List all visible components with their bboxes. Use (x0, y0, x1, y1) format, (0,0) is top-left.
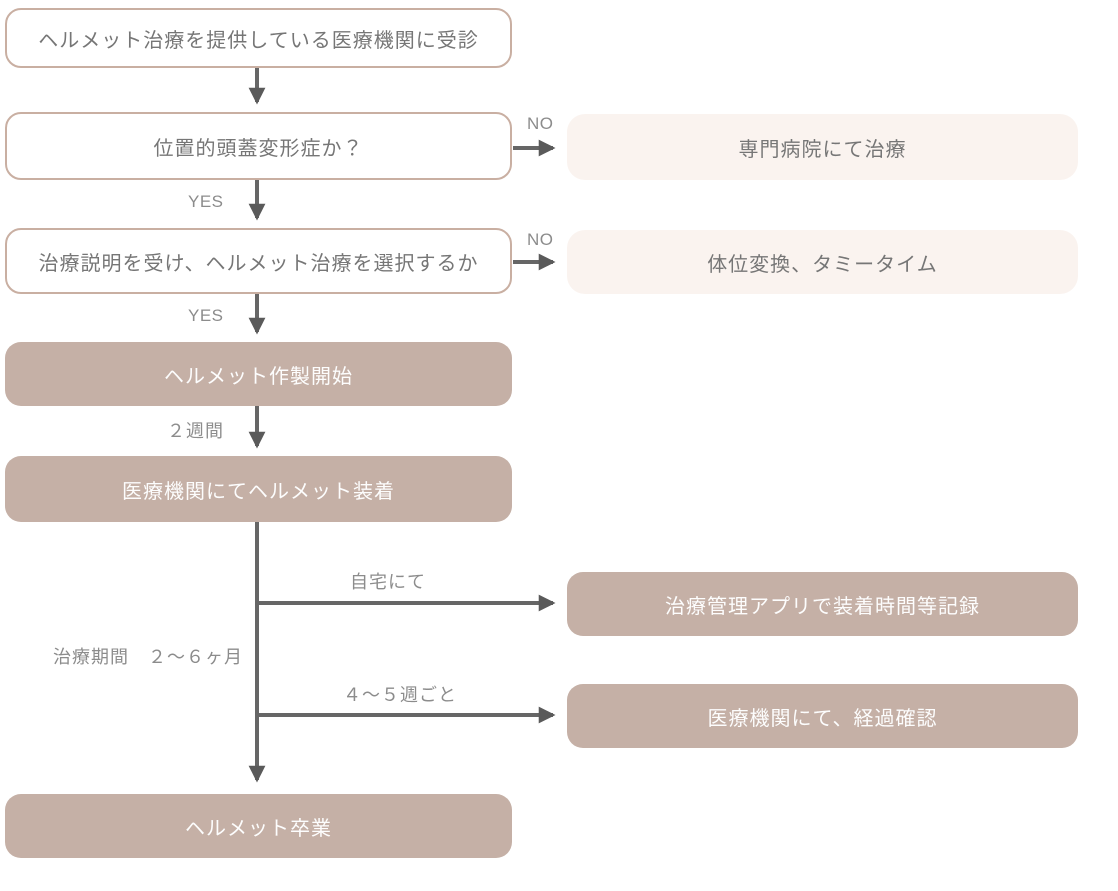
edge-label-every-4-5-weeks: ４〜５週ごと (343, 685, 457, 705)
edge-label-two-weeks: ２週間 (167, 421, 224, 441)
edge-label-at-home: 自宅にて (350, 572, 426, 592)
node-end-helmet-graduation: ヘルメット卒業 (5, 794, 512, 858)
edge-label-treatment-period: 治療期間 ２〜６ヶ月 (53, 647, 243, 667)
node-outcome-repositioning-tummy-time: 体位変換、タミータイム (567, 230, 1078, 294)
node-step-helmet-fitting: 医療機関にてヘルメット装着 (5, 456, 512, 522)
edge-label-no-decision1: NO (527, 114, 554, 133)
node-step-progress-check: 医療機関にて、経過確認 (567, 684, 1078, 748)
node-decision-choose-helmet-treatment: 治療説明を受け、ヘルメット治療を選択するか (5, 228, 512, 294)
edge-label-yes-decision1: YES (188, 192, 224, 211)
node-decision-positional-deformity: 位置的頭蓋変形症か？ (5, 112, 512, 180)
edge-label-yes-decision2: YES (188, 306, 224, 325)
node-step-app-logging: 治療管理アプリで装着時間等記録 (567, 572, 1078, 636)
node-step-helmet-fabrication: ヘルメット作製開始 (5, 342, 512, 406)
node-outcome-specialist-hospital: 専門病院にて治療 (567, 114, 1078, 180)
node-start-visit-clinic: ヘルメット治療を提供している医療機関に受診 (5, 8, 512, 68)
edge-label-no-decision2: NO (527, 230, 554, 249)
